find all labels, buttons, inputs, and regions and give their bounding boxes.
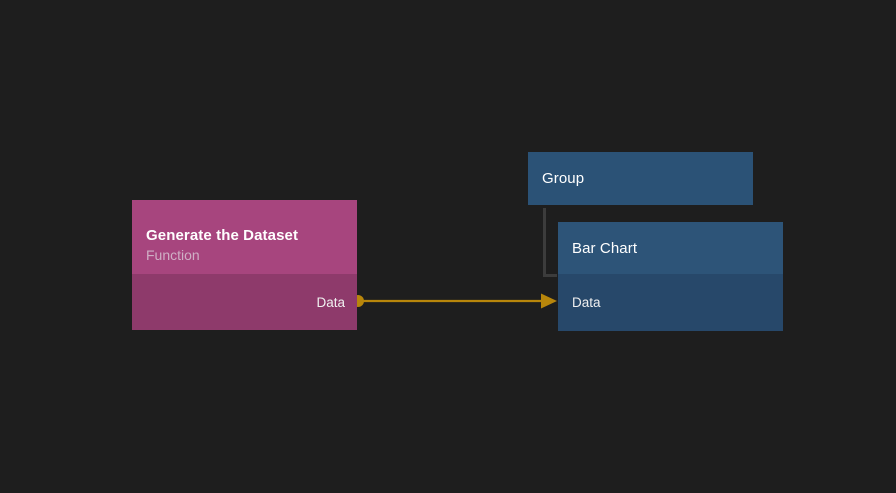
node-subtitle: Function bbox=[146, 246, 200, 263]
node-bar-chart[interactable]: Bar Chart Data bbox=[558, 222, 783, 331]
node-header[interactable]: Group bbox=[528, 152, 753, 205]
node-title: Generate the Dataset bbox=[146, 226, 299, 244]
node-header[interactable]: Generate the Dataset Function bbox=[132, 200, 357, 274]
node-body[interactable]: Data bbox=[558, 274, 783, 331]
node-title: Group bbox=[542, 170, 585, 187]
node-group[interactable]: Group bbox=[528, 152, 753, 205]
data-edge[interactable] bbox=[352, 293, 557, 309]
input-port-data[interactable]: Data bbox=[558, 295, 783, 310]
node-body[interactable]: Data bbox=[132, 274, 357, 330]
node-title: Bar Chart bbox=[572, 239, 638, 257]
node-header[interactable]: Bar Chart bbox=[558, 222, 783, 274]
port-label: Data bbox=[316, 294, 345, 310]
port-label: Data bbox=[572, 295, 601, 310]
edge-target-arrow bbox=[541, 293, 557, 309]
node-function-generate-the-dataset[interactable]: Generate the Dataset Function Data bbox=[132, 200, 357, 330]
group-bracket bbox=[543, 208, 557, 277]
output-port-data[interactable]: Data bbox=[132, 295, 357, 310]
